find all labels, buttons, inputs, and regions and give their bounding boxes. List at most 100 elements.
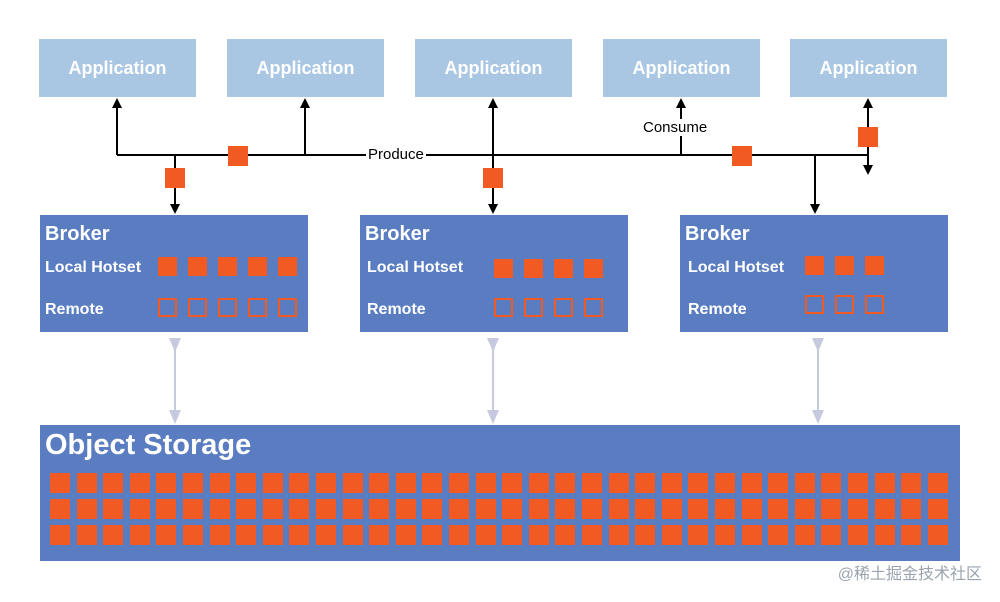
storage-segment xyxy=(289,499,310,519)
storage-segment xyxy=(741,473,762,493)
application-box-3: Application xyxy=(415,39,572,97)
storage-segment xyxy=(156,525,177,545)
storage-segment xyxy=(608,525,629,545)
remote-label: Remote xyxy=(688,301,747,318)
consume-label: Consume xyxy=(641,119,710,136)
storage-segment xyxy=(475,499,496,519)
storage-segment xyxy=(369,525,390,545)
storage-segment xyxy=(129,473,150,493)
storage-segment xyxy=(395,499,416,519)
storage-segment xyxy=(76,499,97,519)
storage-segment xyxy=(927,525,948,545)
storage-segment xyxy=(342,499,363,519)
object-storage-title: Object Storage xyxy=(45,429,252,461)
hotset-segment xyxy=(248,257,267,276)
storage-segment xyxy=(821,499,842,519)
storage-segment xyxy=(555,499,576,519)
hotset-segment xyxy=(158,257,177,276)
storage-segment xyxy=(103,525,124,545)
storage-segment xyxy=(608,473,629,493)
storage-segment xyxy=(316,473,336,493)
storage-segment xyxy=(262,525,283,545)
remote-segment xyxy=(835,295,854,314)
application-label: Application xyxy=(632,57,731,78)
storage-segment xyxy=(449,473,469,493)
hotset-segment xyxy=(188,257,207,276)
storage-segment xyxy=(183,473,203,493)
storage-segment xyxy=(209,473,230,493)
application-box-5: Application xyxy=(790,39,947,97)
hotset-segment xyxy=(865,256,884,275)
remote-segment xyxy=(218,298,237,317)
storage-segment xyxy=(582,473,602,493)
storage-segment xyxy=(395,525,416,545)
broker-box-2: Broker Local Hotset Remote xyxy=(360,215,628,332)
storage-segment xyxy=(768,499,789,519)
storage-segment xyxy=(927,473,948,493)
storage-segment xyxy=(794,499,815,519)
storage-segment xyxy=(901,499,922,519)
storage-segment xyxy=(688,473,709,493)
storage-segment xyxy=(183,499,203,519)
produce-label: Produce xyxy=(366,146,426,163)
storage-segment xyxy=(768,473,789,493)
remote-segment xyxy=(805,295,824,314)
storage-segment xyxy=(502,525,523,545)
storage-segment xyxy=(342,473,363,493)
storage-segment xyxy=(156,499,177,519)
hotset-segment xyxy=(835,256,854,275)
storage-segment xyxy=(848,499,868,519)
storage-segment xyxy=(608,499,629,519)
application-label: Application xyxy=(256,57,355,78)
remote-label: Remote xyxy=(367,301,426,318)
remote-segment xyxy=(188,298,207,317)
message-block xyxy=(483,168,503,188)
storage-segment xyxy=(688,499,709,519)
storage-segment xyxy=(449,525,469,545)
local-hotset-label: Local Hotset xyxy=(45,259,142,276)
storage-segment xyxy=(794,525,815,545)
storage-segment xyxy=(848,473,868,493)
remote-segment xyxy=(158,298,177,317)
storage-segment xyxy=(262,473,283,493)
storage-segment xyxy=(582,499,602,519)
storage-segment xyxy=(555,525,576,545)
storage-segment xyxy=(422,525,443,545)
storage-segment xyxy=(395,473,416,493)
storage-segment xyxy=(236,525,257,545)
storage-segment xyxy=(901,473,922,493)
storage-segment xyxy=(715,525,735,545)
storage-segment xyxy=(475,525,496,545)
storage-segment xyxy=(50,499,70,519)
broker-title: Broker xyxy=(685,223,750,245)
remote-segment xyxy=(865,295,884,314)
storage-segment xyxy=(183,525,203,545)
storage-segment xyxy=(422,473,443,493)
storage-segment xyxy=(422,499,443,519)
remote-segment xyxy=(248,298,267,317)
storage-segment xyxy=(528,525,549,545)
storage-segment xyxy=(821,525,842,545)
hotset-segment xyxy=(494,259,513,278)
storage-segment xyxy=(635,525,656,545)
storage-segment xyxy=(715,473,735,493)
storage-segment xyxy=(103,473,124,493)
application-label: Application xyxy=(819,57,918,78)
storage-segment xyxy=(848,525,868,545)
storage-segment xyxy=(688,525,709,545)
storage-segment xyxy=(794,473,815,493)
storage-segment xyxy=(528,473,549,493)
storage-segment xyxy=(874,473,895,493)
remote-segment xyxy=(584,298,603,317)
storage-segment xyxy=(502,499,523,519)
storage-segment xyxy=(661,473,682,493)
hotset-segment xyxy=(584,259,603,278)
broker-box-1: Broker Local Hotset Remote xyxy=(40,215,308,332)
storage-segment xyxy=(209,499,230,519)
application-label: Application xyxy=(68,57,167,78)
message-block xyxy=(165,168,185,188)
storage-segment xyxy=(103,499,124,519)
storage-segment xyxy=(502,473,523,493)
storage-segment xyxy=(661,525,682,545)
remote-segment xyxy=(278,298,297,317)
